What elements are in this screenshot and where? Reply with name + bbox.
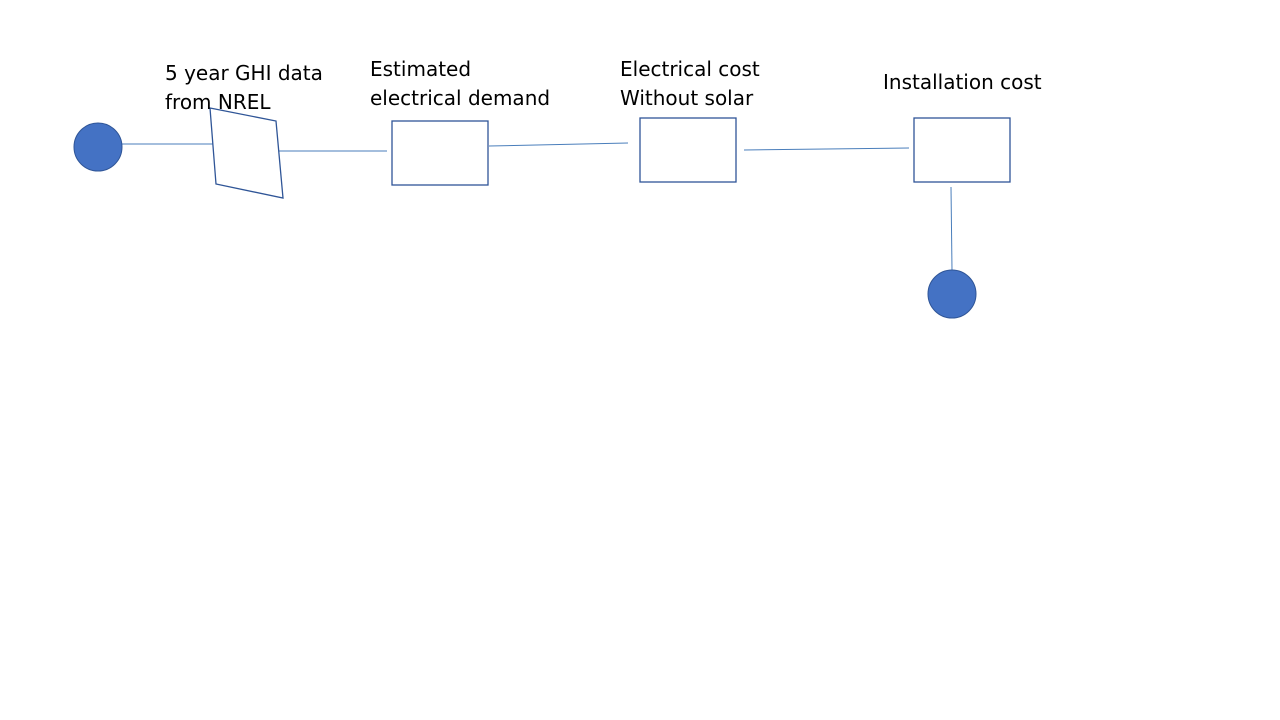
ghi-data-node[interactable] [209,107,284,199]
label-ghi-data-line-2: from NREL [165,90,271,114]
connector-demand-to-cost [488,142,629,147]
label-electrical-demand-line-1: Estimated [370,57,472,81]
label-installation-cost: Installation cost [883,68,1042,97]
cost-without-solar-node[interactable] [639,117,737,183]
label-electrical-demand-line-2: electrical demand [370,86,551,110]
start-circle-node[interactable] [73,122,123,172]
installation-cost-node[interactable] [913,117,1011,183]
electrical-demand-node[interactable] [391,120,489,186]
label-electrical-demand: Estimated electrical demand [370,55,550,113]
connector-cost-to-installation [743,147,910,151]
label-ghi-data: 5 year GHI data from NREL [165,59,323,117]
label-cost-without-solar-line-2: Without solar [620,86,754,110]
label-cost-without-solar-line-1: Electrical cost [620,57,760,81]
end-circle-node[interactable] [927,269,977,319]
connector-installation-to-end [950,186,953,271]
label-cost-without-solar: Electrical cost Without solar [620,55,760,113]
label-installation-cost-line-1: Installation cost [883,70,1042,94]
label-ghi-data-line-1: 5 year GHI data [165,61,323,85]
